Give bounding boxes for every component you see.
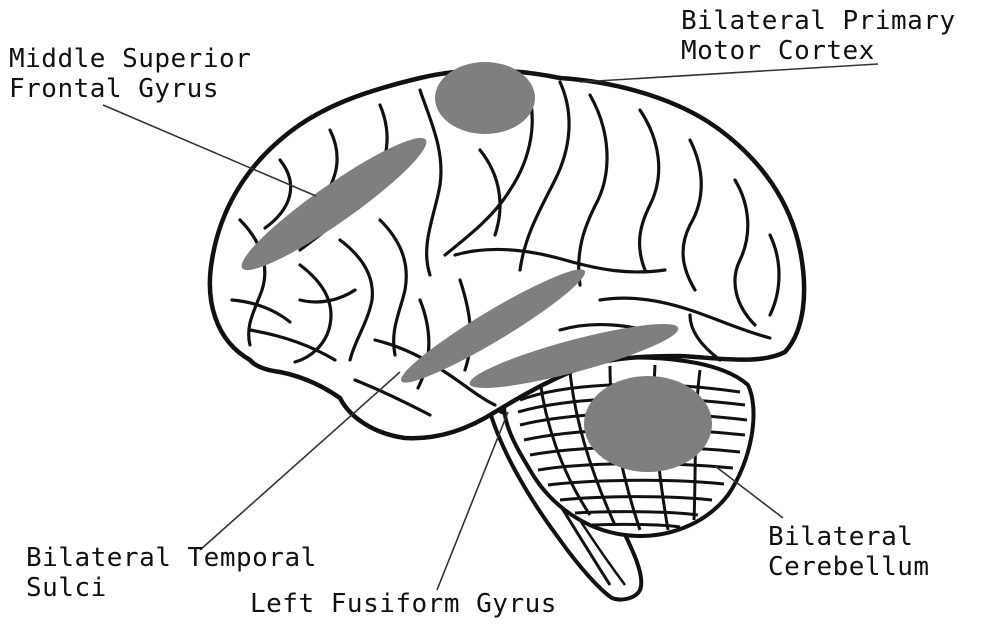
label-cerebellum-line1: Bilateral [768, 522, 930, 552]
leader-line-motor [580, 64, 878, 82]
region-motor-cortex [435, 62, 535, 134]
label-frontal-gyrus-line1: Middle Superior [9, 44, 251, 74]
leader-line-fusiform [437, 412, 508, 590]
label-temporal-sulci-line1: Bilateral Temporal [26, 543, 317, 573]
region-cerebellum [584, 376, 712, 472]
label-cerebellum: Bilateral Cerebellum [768, 522, 930, 582]
label-motor-cortex-line2: Motor Cortex [681, 36, 956, 66]
label-motor-cortex-line1: Bilateral Primary [681, 6, 956, 36]
label-fusiform-gyrus: Left Fusiform Gyrus [250, 589, 557, 619]
leader-line-temporal [200, 372, 400, 550]
label-motor-cortex: Bilateral Primary Motor Cortex [681, 6, 956, 66]
label-fusiform-gyrus-line1: Left Fusiform Gyrus [250, 589, 557, 619]
label-cerebellum-line2: Cerebellum [768, 552, 930, 582]
label-frontal-gyrus-line2: Frontal Gyrus [9, 74, 251, 104]
label-frontal-gyrus: Middle Superior Frontal Gyrus [9, 44, 251, 104]
